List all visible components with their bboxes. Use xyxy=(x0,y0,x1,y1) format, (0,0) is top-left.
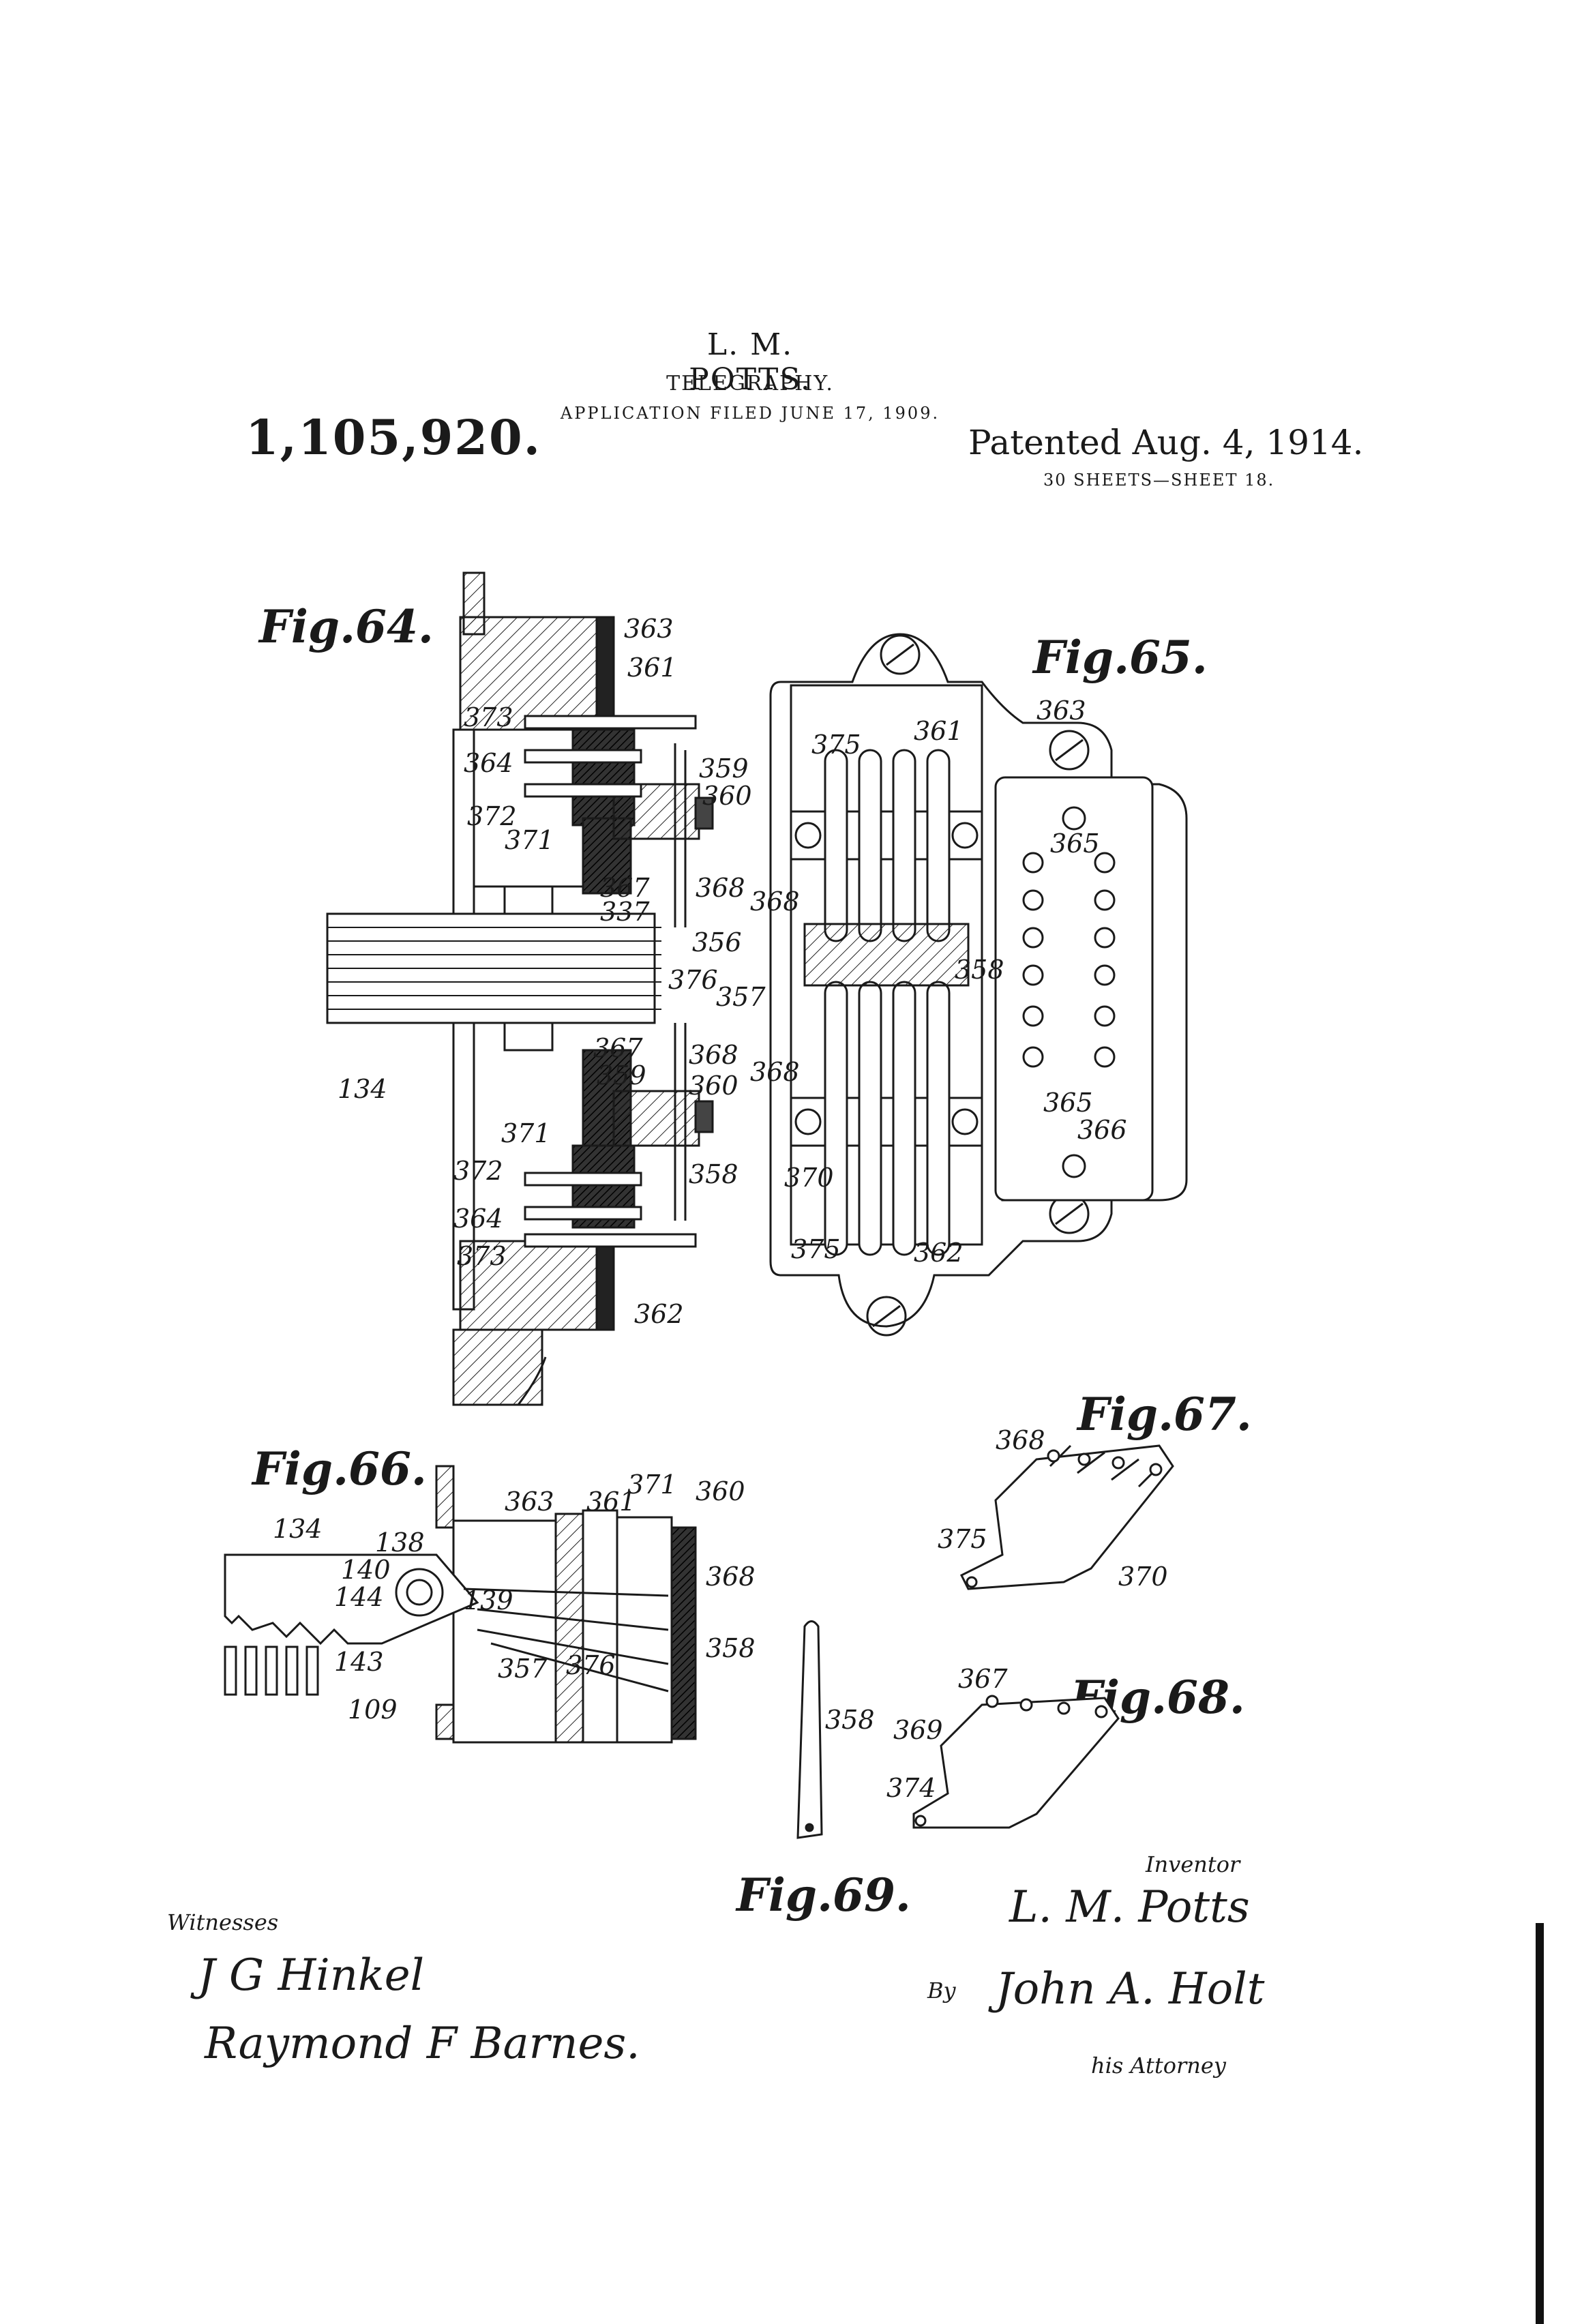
ref-number: 361 xyxy=(627,653,677,683)
application-filed: APPLICATION FILED JUNE 17, 1909. xyxy=(560,404,940,423)
ref-number: 376 xyxy=(566,1650,616,1680)
ref-number: 368 xyxy=(689,1040,738,1070)
ref-number: 364 xyxy=(453,1204,503,1234)
ref-number: 374 xyxy=(886,1773,936,1803)
ref-number: 369 xyxy=(893,1715,943,1745)
ref-number: 375 xyxy=(938,1524,987,1554)
ref-number: 362 xyxy=(914,1238,964,1268)
ref-number: 371 xyxy=(501,1118,551,1148)
ref-number: 375 xyxy=(811,730,861,760)
inventor-signature: L. M. Potts xyxy=(1009,1882,1250,1933)
ref-number: 368 xyxy=(750,887,800,917)
ref-number: 360 xyxy=(702,781,752,811)
ref-number: 138 xyxy=(375,1528,425,1558)
attorney-signature: John A. Holt xyxy=(996,1964,1265,2014)
fig64-label: Fig.64. xyxy=(259,600,434,653)
ref-number: 372 xyxy=(467,801,517,831)
ref-number: 364 xyxy=(464,748,513,778)
sheet-count: 30 SHEETS—SHEET 18. xyxy=(1043,471,1275,490)
witness-2-signature: Raymond F Barnes. xyxy=(205,2018,640,2069)
ref-number: 370 xyxy=(1118,1562,1168,1592)
patented-date: Patented Aug. 4, 1914. xyxy=(968,423,1364,462)
ref-number: 360 xyxy=(689,1071,738,1101)
ref-number: 365 xyxy=(1050,829,1100,859)
witness-1-signature: J G Hinkel xyxy=(198,1950,425,2001)
ref-number: 359 xyxy=(699,754,749,784)
ref-number: 371 xyxy=(627,1470,677,1500)
patent-title: TELEGRAPHY. xyxy=(666,372,834,396)
ref-number: 372 xyxy=(453,1156,503,1186)
ref-number: 357 xyxy=(716,982,766,1012)
fig65-label: Fig.65. xyxy=(1033,631,1208,684)
ref-number: 144 xyxy=(334,1582,384,1612)
ref-number: 366 xyxy=(1077,1115,1127,1145)
ref-number: 371 xyxy=(505,825,554,855)
ref-number: 360 xyxy=(696,1476,745,1506)
inventor-name: L. M. POTTS. xyxy=(689,327,811,397)
fig66-label: Fig.66. xyxy=(252,1442,427,1495)
reference-numerals: 363 361 373 364 359 360 372 371 367 368 … xyxy=(273,614,1168,1803)
ref-number: 365 xyxy=(1043,1088,1093,1118)
ref-number: 368 xyxy=(696,873,745,903)
ref-number: 370 xyxy=(784,1163,834,1193)
ref-number: 367 xyxy=(958,1664,1008,1694)
by-caption: By xyxy=(927,1978,956,2003)
ref-number: 358 xyxy=(706,1633,756,1663)
ref-number: 358 xyxy=(689,1159,738,1189)
ref-number: 359 xyxy=(597,1060,646,1090)
ref-number: 362 xyxy=(634,1299,684,1329)
ref-number: 363 xyxy=(505,1487,554,1517)
attorney-caption: his Attorney xyxy=(1091,2053,1226,2079)
ref-number: 367 xyxy=(593,1033,643,1063)
inventor-caption: Inventor xyxy=(1146,1851,1240,1877)
fig69-label: Fig.69. xyxy=(736,1868,911,1922)
ref-number: 363 xyxy=(624,614,674,644)
ref-number: 368 xyxy=(706,1562,756,1592)
ref-number: 140 xyxy=(341,1555,391,1585)
ref-number: 373 xyxy=(457,1241,507,1271)
fig68-drawing xyxy=(912,1695,1120,1829)
margin-rule xyxy=(1536,1923,1544,2324)
ref-number: 375 xyxy=(791,1234,841,1264)
ref-number: 134 xyxy=(273,1514,323,1544)
ref-number: 139 xyxy=(464,1585,513,1615)
ref-number: 109 xyxy=(348,1695,398,1725)
fig69-drawing xyxy=(796,1620,823,1839)
ref-number: 361 xyxy=(914,716,964,746)
fig66-drawing xyxy=(224,1465,697,1744)
fig65-drawing xyxy=(769,633,1188,1337)
ref-number: 368 xyxy=(750,1057,800,1087)
ref-number: 337 xyxy=(600,897,650,927)
ref-number: 143 xyxy=(334,1647,384,1677)
ref-number: 358 xyxy=(955,955,1004,985)
ref-number: 358 xyxy=(825,1705,875,1735)
ref-number: 376 xyxy=(668,965,718,995)
fig64-drawing xyxy=(326,571,714,1406)
fig67-label: Fig.67. xyxy=(1077,1388,1252,1441)
ref-number: 356 xyxy=(692,927,742,957)
ref-number: 134 xyxy=(338,1074,387,1104)
ref-number: 368 xyxy=(996,1425,1045,1455)
patent-number: 1,105,920. xyxy=(245,409,542,466)
fig67-drawing xyxy=(959,1444,1174,1590)
ref-number: 361 xyxy=(586,1487,636,1517)
witnesses-caption: Witnesses xyxy=(167,1909,279,1935)
ref-number: 367 xyxy=(600,873,650,903)
ref-number: 357 xyxy=(498,1654,548,1684)
ref-number: 363 xyxy=(1036,696,1086,726)
ref-number: 373 xyxy=(464,702,513,732)
